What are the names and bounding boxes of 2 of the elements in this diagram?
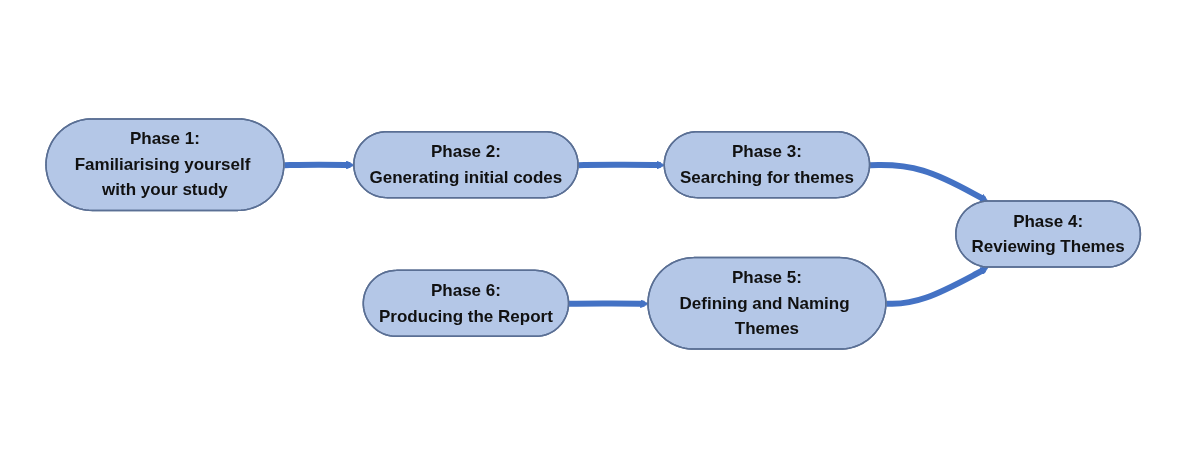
arrow <box>886 266 989 307</box>
arrow <box>870 162 989 203</box>
